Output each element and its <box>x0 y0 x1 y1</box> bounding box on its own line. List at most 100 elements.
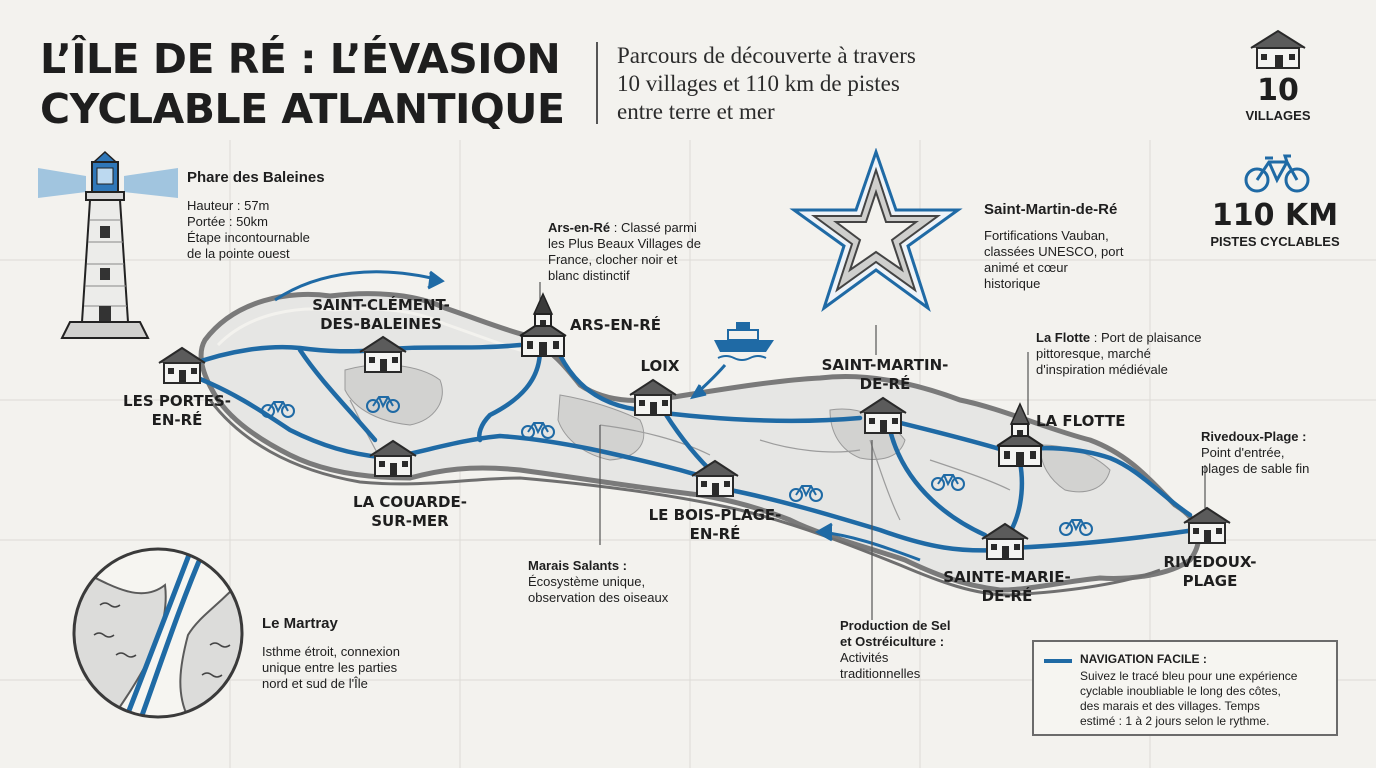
note-sel-line: Activités <box>840 650 889 665</box>
note-la-flotte-line: pittoresque, marché <box>1036 346 1151 361</box>
bicycle-icon <box>789 485 823 502</box>
km-label: PISTES CYCLABLES <box>1210 234 1340 249</box>
church-icon <box>996 402 1044 467</box>
subtitle-line-1: Parcours de découverte à travers <box>617 43 916 68</box>
note-martray-line: nord et sud de l'Île <box>262 676 368 691</box>
note-saint-martin-line: Fortifications Vauban, <box>984 228 1109 243</box>
note-ars-line: les Plus Beaux Villages de <box>548 236 701 251</box>
village-label-line: SAINT-MARTIN- <box>821 356 949 374</box>
note-ars-line: France, clocher noir et <box>548 252 678 267</box>
note-phare: Phare des Baleines Hauteur : 57m Portée … <box>187 168 325 262</box>
note-martray-title: Le Martray <box>262 615 338 632</box>
village-label-sainte-marie: SAINTE-MARIE- DE-RÉ <box>922 568 1092 606</box>
legend-line: estimé : 1 à 2 jours selon le rythme. <box>1080 714 1270 728</box>
note-la-flotte-bold: La Flotte <box>1036 330 1091 345</box>
villages-label: VILLAGES <box>1245 108 1311 123</box>
village-label-line: LA FLOTTE <box>1036 412 1126 430</box>
note-ars-line: blanc distinctif <box>548 268 630 283</box>
house-icon <box>981 522 1029 560</box>
village-label-line: PLAGE <box>1182 572 1238 590</box>
village-label-line: LA COUARDE- <box>353 493 467 511</box>
house-icon <box>158 346 206 384</box>
note-phare-line: de la pointe ouest <box>187 246 290 261</box>
title-line-1: L’ÎLE DE RÉ : L’ÉVASION <box>40 35 561 83</box>
village-label-line: LE BOIS-PLAGE- <box>648 506 782 524</box>
title-line-2: CYCLABLE ATLANTIQUE <box>40 85 565 133</box>
island-inner-coast <box>216 307 529 354</box>
km-count: 110 KM <box>1211 198 1339 233</box>
note-marais: Marais Salants : Écosystème unique, obse… <box>528 558 668 606</box>
bicycle-icon <box>521 422 555 439</box>
village-label-line: SUR-MER <box>371 512 449 530</box>
note-saint-martin-body: Fortifications Vauban, classées UNESCO, … <box>984 228 1123 292</box>
leader-lines <box>539 282 1206 620</box>
note-rivedoux: Rivedoux-Plage : Point d'entrée, plages … <box>1201 429 1309 477</box>
note-martray: Le Martray Isthme étroit, connexion uniq… <box>262 614 400 692</box>
note-rivedoux-line: plages de sable fin <box>1201 461 1310 476</box>
village-label-line: RIVEDOUX- <box>1163 553 1257 571</box>
legend-text: Suivez le tracé bleu pour une expérience… <box>1080 669 1297 729</box>
bicycle-icon <box>1059 519 1093 536</box>
note-marais-line: Écosystème unique, <box>528 574 646 589</box>
boat-icon <box>714 322 774 361</box>
house-icon <box>359 335 407 373</box>
note-sel-line: traditionnelles <box>840 666 921 681</box>
house-icon <box>1250 29 1306 69</box>
village-label-line: SAINTE-MARIE- <box>943 568 1071 586</box>
bicycle-icon <box>366 396 400 413</box>
title-divider <box>596 42 598 124</box>
bicycle-icon <box>1244 154 1310 193</box>
note-la-flotte-text: : Port de plaisance <box>1090 330 1202 345</box>
village-label-rivedoux: RIVEDOUX- PLAGE <box>1150 553 1270 591</box>
note-phare-body: Hauteur : 57m Portée : 50km Étape incont… <box>187 198 325 262</box>
village-label-line: DES-BALEINES <box>320 315 442 333</box>
note-saint-martin-line: classées UNESCO, port <box>984 244 1124 259</box>
legend-line: Suivez le tracé bleu pour une expérience <box>1080 669 1298 683</box>
note-phare-line: Étape incontournable <box>187 230 310 245</box>
house-icon <box>859 396 907 434</box>
village-label-les-portes: LES PORTES- EN-RÉ <box>112 392 242 430</box>
legend-line: des marais et des villages. Temps <box>1080 699 1260 713</box>
note-ars-bold: Ars-en-Ré <box>548 220 611 235</box>
village-label-bois-plage: LE BOIS-PLAGE- EN-RÉ <box>630 506 800 544</box>
note-martray-line: Isthme étroit, connexion <box>262 644 401 659</box>
village-label-ars: ARS-EN-RÉ <box>570 316 680 335</box>
page-title: L’ÎLE DE RÉ : L’ÉVASION CYCLABLE ATLANTI… <box>40 34 565 134</box>
note-marais-bold: Marais Salants : <box>528 558 627 573</box>
house-icon <box>629 378 677 416</box>
lighthouse-icon <box>38 150 178 339</box>
note-rivedoux-bold: Rivedoux-Plage : <box>1201 429 1307 444</box>
note-sel-bold: et Ostréiculture : <box>840 634 945 649</box>
interior-roads <box>349 399 1011 521</box>
legend-box: NAVIGATION FACILE : Suivez le tracé bleu… <box>1032 640 1338 736</box>
note-sel-bold: Production de Sel <box>840 618 951 633</box>
legend-title: NAVIGATION FACILE : <box>1080 652 1207 666</box>
village-label-line: EN-RÉ <box>151 411 203 429</box>
house-icon <box>369 439 417 477</box>
note-phare-title: Phare des Baleines <box>187 169 325 186</box>
note-phare-line: Hauteur : 57m <box>187 198 270 213</box>
note-ars-text: : Classé parmi <box>610 220 697 235</box>
note-phare-line: Portée : 50km <box>187 214 268 229</box>
note-la-flotte: La Flotte : Port de plaisance pittoresqu… <box>1036 330 1201 378</box>
note-ars: Ars-en-Ré : Classé parmi les Plus Beaux … <box>548 220 701 284</box>
village-label-line: ARS-EN-RÉ <box>570 316 662 334</box>
legend-line: cyclable inoubliable le long des côtes, <box>1080 684 1281 698</box>
village-label-line: LOIX <box>640 357 680 375</box>
martray-inset-map <box>72 547 244 719</box>
church-icon <box>519 292 567 357</box>
village-label-loix: LOIX <box>630 357 690 376</box>
house-icon <box>691 459 739 497</box>
subtitle-line-3: entre terre et mer <box>617 99 775 124</box>
village-label-line: LES PORTES- <box>123 392 231 410</box>
note-rivedoux-line: Point d'entrée, <box>1201 445 1285 460</box>
village-label-line: DE-RÉ <box>859 375 911 393</box>
note-saint-martin: Saint-Martin-de-Ré Fortifications Vauban… <box>984 200 1123 292</box>
villages-count: 10 <box>1257 73 1299 108</box>
coast-contour <box>208 399 1161 597</box>
page-subtitle: Parcours de découverte à travers 10 vill… <box>617 42 916 126</box>
village-label-la-flotte: LA FLOTTE <box>1036 412 1136 431</box>
note-saint-martin-line: animé et cœur <box>984 260 1068 275</box>
note-la-flotte-line: d'inspiration médiévale <box>1036 362 1168 377</box>
